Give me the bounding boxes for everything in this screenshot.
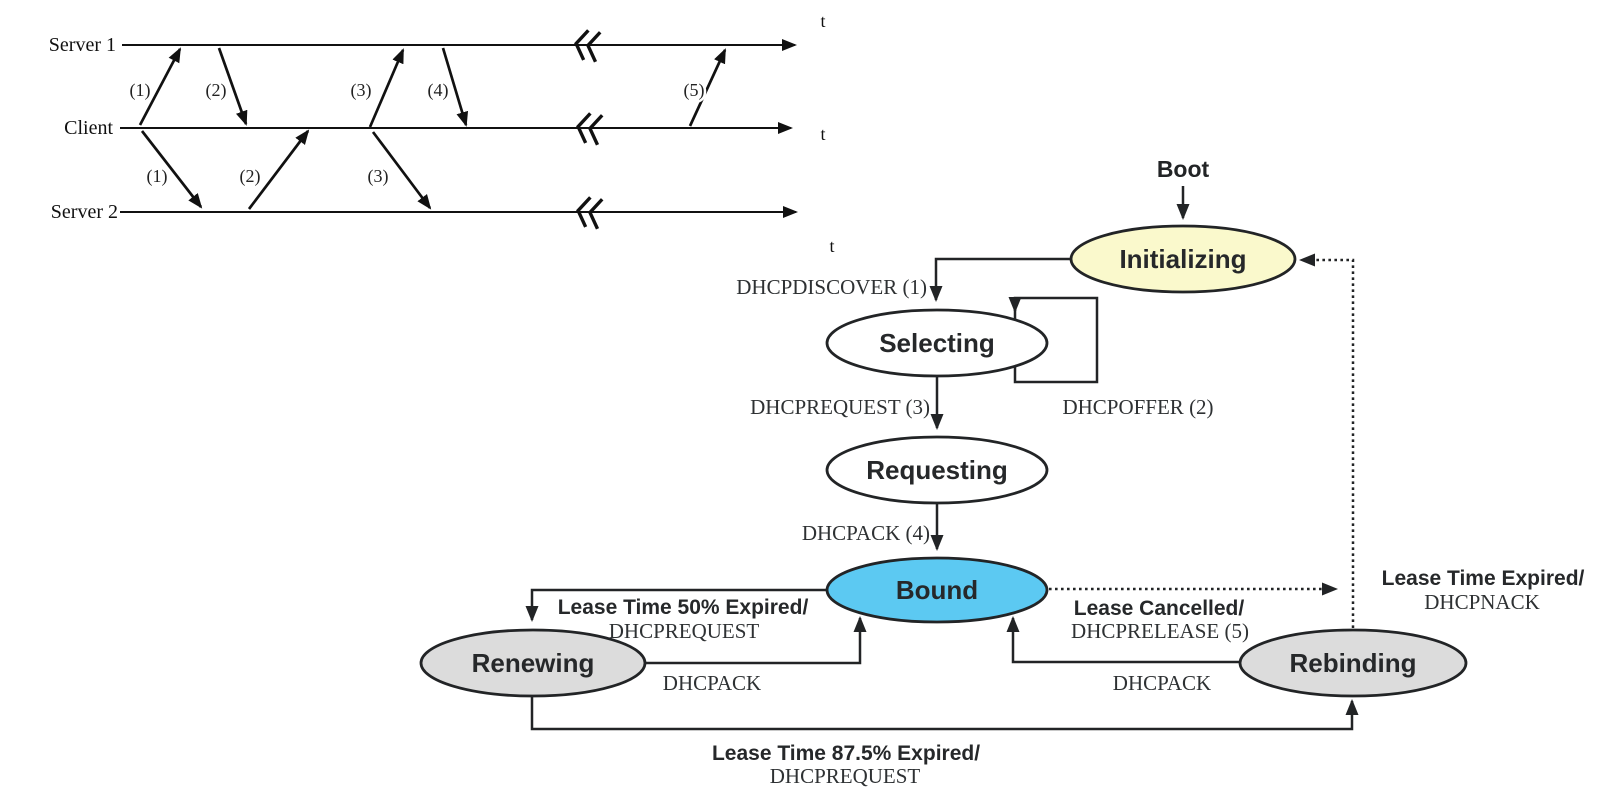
message-label: (1) — [130, 80, 151, 101]
state-requesting: Requesting — [825, 435, 1049, 505]
state-ellipse — [1238, 628, 1468, 698]
message-label: (5) — [684, 80, 705, 101]
edge-renewing-to-rebinding — [530, 694, 1359, 731]
state-ellipse — [825, 556, 1049, 624]
label-dhcpdiscover: DHCPDISCOVER (1) — [736, 275, 927, 299]
state-renewing: Renewing — [419, 628, 647, 698]
label-dhcpack4: DHCPACK (4) — [802, 521, 930, 545]
label-lease-875-event: Lease Time 87.5% Expired/ — [712, 742, 980, 765]
state-ellipse — [1069, 224, 1297, 294]
message-arrow-1-up — [138, 47, 182, 126]
label-lease-50-event: Lease Time 50% Expired/ — [558, 596, 809, 619]
time-axis-label-server1: t — [820, 11, 825, 31]
message-label: (3) — [368, 166, 389, 187]
boot-label: Boot — [1157, 156, 1210, 182]
state-bound: Bound — [825, 556, 1049, 624]
message-arrow-4-down — [441, 47, 469, 127]
lane-label-client: Client — [64, 117, 113, 139]
state-ellipse — [825, 308, 1049, 378]
edge-renewing-to-bound — [643, 616, 867, 665]
label-lease-expired-event: Lease Time Expired/ — [1382, 567, 1585, 590]
state-label: Bound — [896, 575, 978, 605]
state-label: Initializing — [1119, 244, 1246, 274]
axis-break-icon — [576, 112, 604, 146]
label-rebind-dhcpack: DHCPACK — [1113, 671, 1211, 695]
state-rebinding: Rebinding — [1238, 628, 1468, 698]
axis-break-icon — [576, 196, 604, 230]
lane-label-server2: Server 2 — [51, 201, 118, 223]
edge-initializing-to-selecting — [929, 257, 1071, 302]
edge-bound-to-renewing — [525, 588, 828, 622]
message-label: (2) — [206, 80, 227, 101]
timing-diagram: Server 1 Client Server 2 t t t (1) ( — [49, 11, 835, 256]
label-lease-cancelled-action: DHCPRELEASE (5) — [1071, 619, 1249, 643]
label-dhcpoffer2: DHCPOFFER (2) — [1062, 395, 1213, 419]
message-arrow-2-up — [247, 129, 310, 210]
label-lease-50-action: DHCPREQUEST — [609, 619, 760, 643]
state-label: Selecting — [879, 328, 995, 358]
message-label: (2) — [240, 166, 261, 187]
message-label: (4) — [428, 80, 449, 101]
state-machine: Boot Initializing Selecting — [419, 156, 1585, 788]
label-lease-expired-action: DHCPNACK — [1424, 590, 1540, 614]
state-ellipse — [419, 628, 647, 698]
message-arrow-5-up — [688, 48, 727, 127]
message-label: (3) — [351, 80, 372, 101]
state-label: Requesting — [866, 455, 1008, 485]
label-lease-cancelled-event: Lease Cancelled/ — [1074, 597, 1245, 620]
state-initializing: Initializing — [1069, 224, 1297, 294]
time-axis-label-server2: t — [829, 236, 834, 256]
state-selecting: Selecting — [825, 308, 1049, 378]
edge-rebinding-to-initializing — [1299, 253, 1355, 628]
time-axis-label-client: t — [820, 124, 825, 144]
message-arrow-3-up — [368, 48, 405, 128]
label-lease-875-action: DHCPREQUEST — [770, 764, 921, 788]
message-label: (1) — [147, 166, 168, 187]
message-arrow-3-down — [371, 131, 432, 210]
state-label: Renewing — [472, 648, 595, 678]
message-arrow-2-down — [217, 47, 248, 126]
label-dhcprequest3: DHCPREQUEST (3) — [750, 395, 930, 419]
state-label: Rebinding — [1289, 648, 1416, 678]
state-ellipse — [825, 435, 1049, 505]
edge-rebinding-to-bound — [1006, 616, 1242, 664]
label-renew-dhcpack: DHCPACK — [663, 671, 761, 695]
message-arrow-1-down — [140, 130, 203, 209]
axis-break-icon — [574, 29, 602, 63]
lane-label-server1: Server 1 — [49, 34, 116, 56]
